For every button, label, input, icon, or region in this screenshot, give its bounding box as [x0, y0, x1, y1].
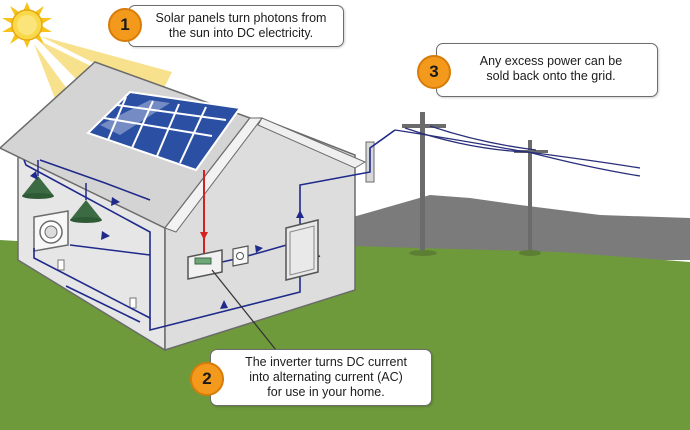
electric-meter-icon: [232, 245, 249, 267]
callout-1-number-badge: 1: [108, 8, 142, 42]
callout-3-number-badge: 3: [417, 55, 451, 89]
callout-inverter-info: The inverter turns DC current into alter…: [210, 349, 432, 406]
washing-machine-icon: [33, 210, 69, 252]
callout-1-text: Solar panels turn photons from the sun i…: [155, 11, 327, 40]
callout-2-text: The inverter turns DC current into alter…: [245, 355, 407, 399]
ac-wiring: [23, 129, 396, 332]
callout-grid-info: Any excess power can be sold back onto t…: [436, 43, 658, 97]
sun-icon: [2, 2, 52, 48]
flow-arrows: [30, 171, 304, 309]
house: [0, 61, 375, 352]
callout-2-number-badge: 2: [190, 362, 224, 396]
breaker-panel-icon: [285, 219, 319, 281]
wall-outlet: [57, 259, 65, 271]
callout-3-text: Any excess power can be sold back onto t…: [479, 54, 623, 83]
utility-pole-icon: [402, 112, 548, 256]
callout-panel-info: Solar panels turn photons from the sun i…: [128, 5, 344, 47]
wall-outlet: [129, 297, 137, 309]
callout-2-leader: [211, 269, 281, 356]
solar-panel-icon: [86, 90, 242, 172]
mountain-range: [290, 195, 690, 260]
power-lines: [394, 125, 641, 177]
ceiling-lamp-icon: [22, 160, 102, 223]
dc-arrow: [200, 232, 208, 240]
